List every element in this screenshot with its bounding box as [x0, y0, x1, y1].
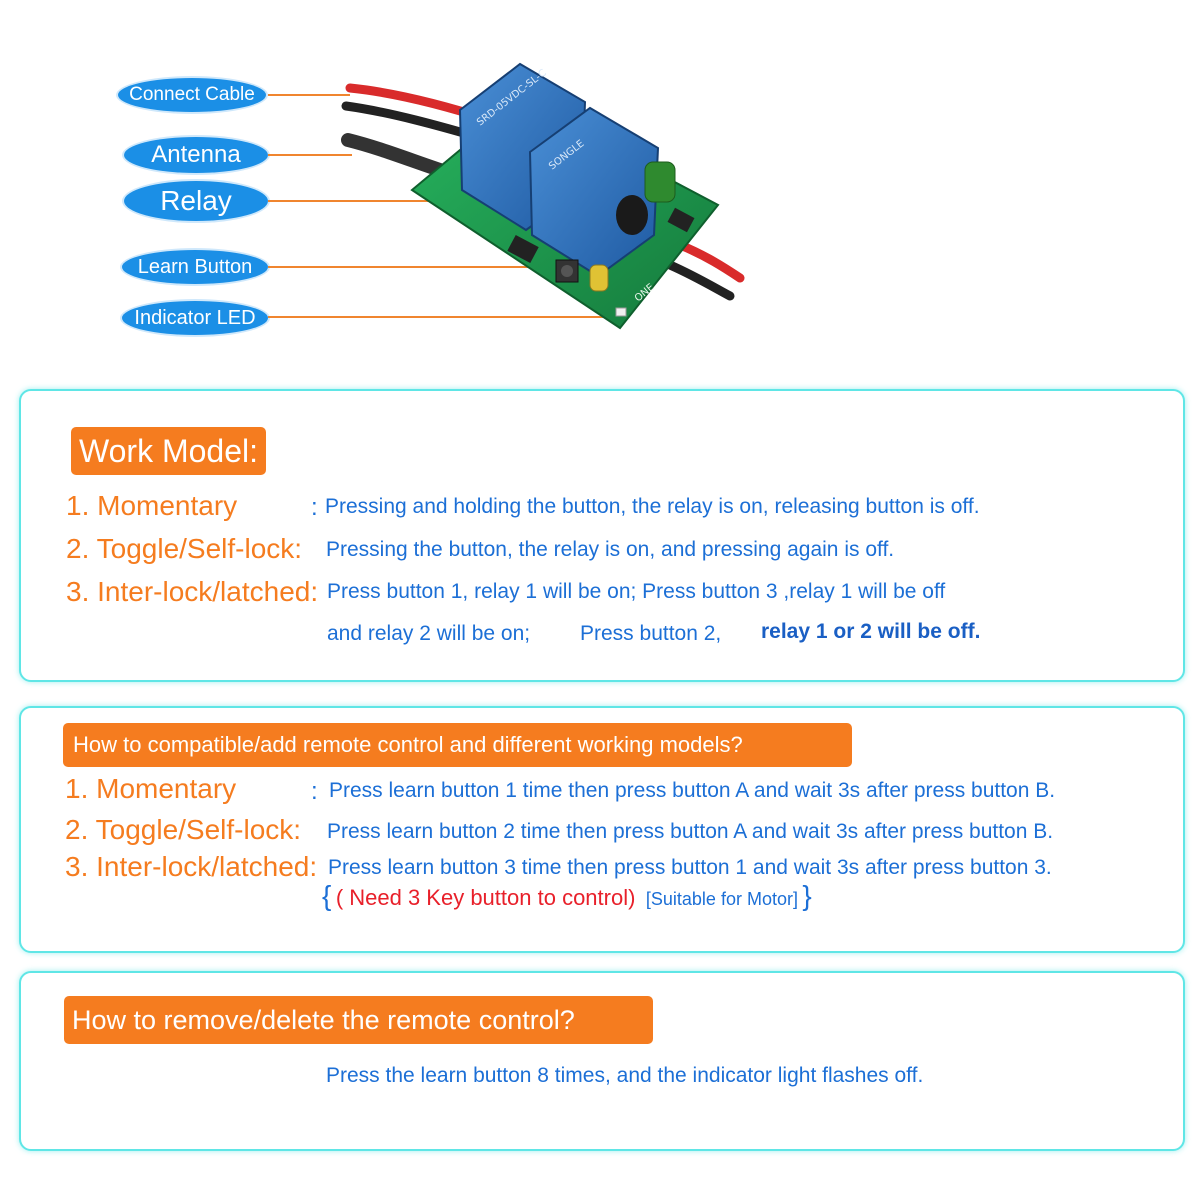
- callout-label: Relay: [160, 185, 232, 216]
- work-model-title: Work Model:: [79, 432, 259, 469]
- note-blue-text: [Suitable for Motor]: [645, 889, 798, 909]
- relay-board-illustration: SRD-05VDC-SL-C SONGLE ONE: [341, 62, 745, 330]
- work-mode-name-momentary: 1. Momentary: [66, 490, 238, 521]
- callout-label: Indicator LED: [134, 306, 256, 329]
- leader-line: [268, 94, 350, 96]
- callout-antenna: Antenna: [124, 137, 268, 173]
- compat-mode-desc-interlock: Press learn button 3 time then press but…: [328, 856, 1052, 879]
- work-mode-desc-interlock: Press button 1, relay 1 will be on; Pres…: [327, 580, 946, 603]
- callout-relay: Relay: [124, 181, 268, 221]
- callout-learn-button: Learn Button: [122, 250, 268, 284]
- red-wire-right: [675, 240, 745, 283]
- compat-mode-colon: :: [311, 778, 318, 805]
- remove-desc: Press the learn button 8 times, and the …: [326, 1064, 924, 1087]
- capacitor: [644, 161, 676, 203]
- compat-mode-name-momentary: 1. Momentary: [65, 773, 237, 804]
- leader-line: [268, 200, 560, 202]
- indicator-led: [615, 307, 627, 317]
- remove-tag: How to remove/delete the remote control?: [64, 996, 653, 1044]
- compat-tag: How to compatible/add remote control and…: [63, 723, 852, 767]
- leader-line: [268, 316, 628, 318]
- compat-mode-name-toggle: 2. Toggle/Self-lock:: [65, 814, 302, 845]
- callout-indicator-led: Indicator LED: [122, 301, 268, 335]
- callout-connect-cable: Connect Cable: [118, 78, 266, 112]
- work-mode-name-interlock: 3. Inter-lock/latched:: [66, 576, 319, 607]
- ic-chip: [667, 207, 695, 233]
- work-mode-name-toggle: 2. Toggle/Self-lock:: [66, 533, 303, 564]
- note-brace-close: }: [802, 880, 812, 911]
- compat-mode-desc-momentary: Press learn button 1 time then press but…: [329, 779, 1056, 802]
- leader-line: [268, 266, 550, 268]
- work-mode-colon: :: [311, 494, 318, 521]
- work-model-tag: Work Model:: [71, 427, 267, 475]
- relay-2: [528, 106, 660, 278]
- note-brace-open: {: [322, 880, 332, 911]
- work-mode-desc-momentary: Pressing and holding the button, the rel…: [325, 495, 980, 518]
- callout-label: Learn Button: [137, 255, 253, 278]
- ic-chip: [507, 234, 539, 264]
- compat-title: How to compatible/add remote control and…: [73, 732, 743, 757]
- work-mode-desc-line4c: relay 1 or 2 will be off.: [761, 620, 981, 643]
- black-wire-right: [665, 260, 735, 301]
- callout-label: Connect Cable: [129, 84, 255, 105]
- compat-mode-desc-toggle: Press learn button 2 time then press but…: [327, 820, 1054, 843]
- compat-note: { ( Need 3 Key button to control) [Suita…: [322, 880, 812, 912]
- antenna-coil: [341, 133, 447, 177]
- note-red-text: ( Need 3 Key button to control): [335, 885, 636, 910]
- remove-title: How to remove/delete the remote control?: [72, 1004, 575, 1035]
- work-mode-desc-line4a: and relay 2 will be on;: [327, 622, 531, 645]
- work-mode-desc-line4b: Press button 2,: [580, 622, 722, 645]
- compat-mode-name-interlock: 3. Inter-lock/latched:: [65, 851, 318, 882]
- inductor: [616, 195, 648, 235]
- work-mode-desc-toggle: Pressing the button, the relay is on, an…: [326, 538, 895, 561]
- callout-label: Antenna: [151, 141, 241, 168]
- small-capacitor: [589, 264, 609, 292]
- leader-line: [268, 154, 352, 156]
